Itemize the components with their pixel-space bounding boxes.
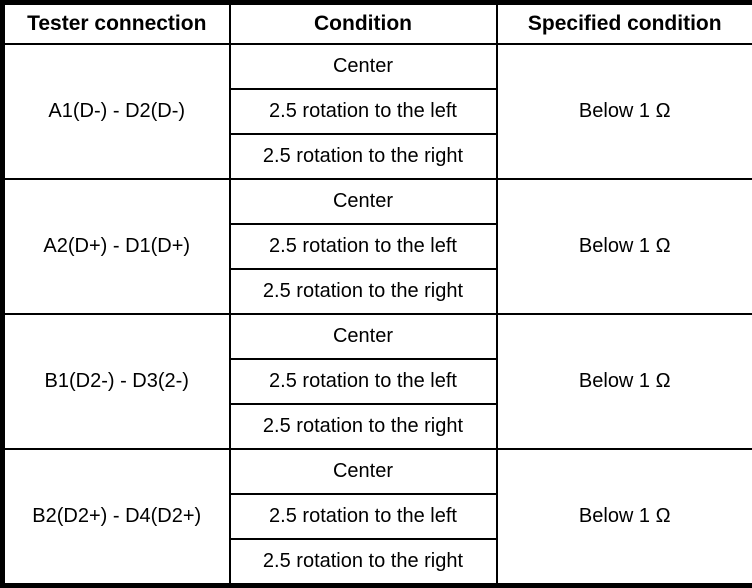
table-row: B2(D2+) - D4(D2+) Center Below 1 Ω bbox=[3, 449, 752, 494]
specified-condition-cell: Below 1 Ω bbox=[497, 314, 752, 449]
condition-cell: Center bbox=[230, 449, 497, 494]
condition-cell: 2.5 rotation to the right bbox=[230, 539, 497, 586]
condition-cell: 2.5 rotation to the right bbox=[230, 134, 497, 179]
condition-cell: 2.5 rotation to the right bbox=[230, 269, 497, 314]
specified-condition-cell: Below 1 Ω bbox=[497, 44, 752, 179]
specified-condition-cell: Below 1 Ω bbox=[497, 449, 752, 586]
table-row: A1(D-) - D2(D-) Center Below 1 Ω bbox=[3, 44, 752, 89]
table-row: B1(D2-) - D3(2-) Center Below 1 Ω bbox=[3, 314, 752, 359]
header-tester-connection: Tester connection bbox=[3, 3, 230, 45]
condition-cell: 2.5 rotation to the left bbox=[230, 89, 497, 134]
tester-connection-cell: A1(D-) - D2(D-) bbox=[3, 44, 230, 179]
condition-cell: 2.5 rotation to the left bbox=[230, 494, 497, 539]
condition-cell: Center bbox=[230, 44, 497, 89]
condition-cell: 2.5 rotation to the right bbox=[230, 404, 497, 449]
tester-connection-cell: B1(D2-) - D3(2-) bbox=[3, 314, 230, 449]
table-row: A2(D+) - D1(D+) Center Below 1 Ω bbox=[3, 179, 752, 224]
header-condition: Condition bbox=[230, 3, 497, 45]
header-specified-condition: Specified condition bbox=[497, 3, 752, 45]
condition-cell: 2.5 rotation to the left bbox=[230, 359, 497, 404]
condition-cell: Center bbox=[230, 179, 497, 224]
specified-condition-cell: Below 1 Ω bbox=[497, 179, 752, 314]
header-row: Tester connection Condition Specified co… bbox=[3, 3, 752, 45]
tester-connection-cell: B2(D2+) - D4(D2+) bbox=[3, 449, 230, 586]
condition-cell: 2.5 rotation to the left bbox=[230, 224, 497, 269]
tester-connection-cell: A2(D+) - D1(D+) bbox=[3, 179, 230, 314]
condition-cell: Center bbox=[230, 314, 497, 359]
